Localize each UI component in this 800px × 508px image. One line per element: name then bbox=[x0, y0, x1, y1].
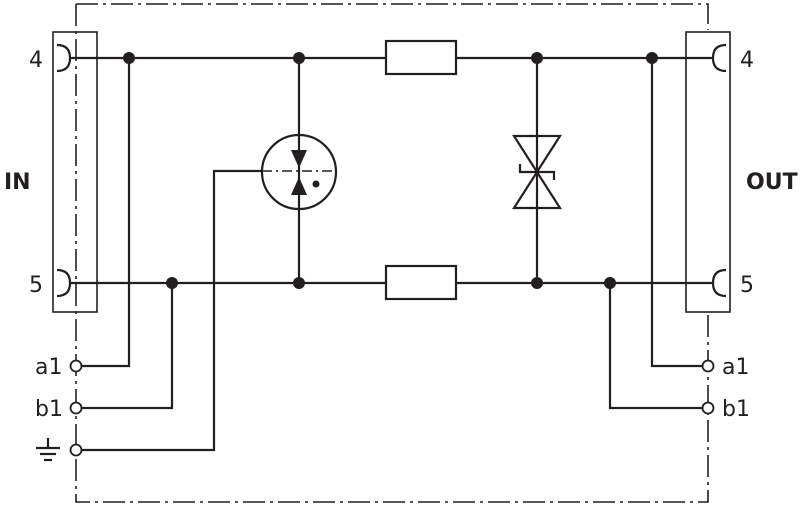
wire-b1-right bbox=[608, 283, 704, 410]
terminal-a1-left-label: a1 bbox=[35, 355, 62, 380]
bidirectional-tvs-diode-icon bbox=[511, 58, 563, 283]
output-label: OUT bbox=[746, 170, 798, 195]
input-label: IN bbox=[4, 170, 31, 195]
input-socket-top bbox=[56, 43, 72, 73]
terminal-a1-left bbox=[69, 359, 83, 373]
terminal-b1-left-label: b1 bbox=[35, 397, 63, 422]
terminal-b1-right-label: b1 bbox=[722, 397, 750, 422]
terminal-b1-right bbox=[701, 401, 715, 415]
gas-discharge-tube-icon bbox=[260, 58, 338, 283]
enclosure-border bbox=[75, 3, 709, 503]
input-pin-4-label: 4 bbox=[29, 48, 43, 73]
output-socket-bottom bbox=[711, 268, 727, 298]
ground-icon bbox=[36, 438, 60, 462]
wire-b1-left bbox=[80, 283, 174, 410]
terminal-b1-left bbox=[69, 401, 83, 415]
output-connector-block bbox=[685, 31, 731, 313]
terminal-a1-right bbox=[701, 359, 715, 373]
resistor-icon bbox=[384, 264, 458, 301]
terminal-ground bbox=[69, 443, 83, 457]
resistor-icon bbox=[384, 39, 458, 76]
wire-ground bbox=[80, 169, 262, 452]
input-socket-bottom bbox=[56, 268, 72, 298]
wire-a1-right bbox=[650, 58, 704, 368]
input-pin-5-label: 5 bbox=[29, 273, 43, 298]
output-pin-4-label: 4 bbox=[740, 48, 754, 73]
output-pin-5-label: 5 bbox=[740, 273, 754, 298]
output-socket-top bbox=[711, 43, 727, 73]
wire-a1-left bbox=[80, 58, 131, 368]
input-connector-block bbox=[52, 31, 98, 313]
terminal-a1-right-label: a1 bbox=[722, 355, 749, 380]
